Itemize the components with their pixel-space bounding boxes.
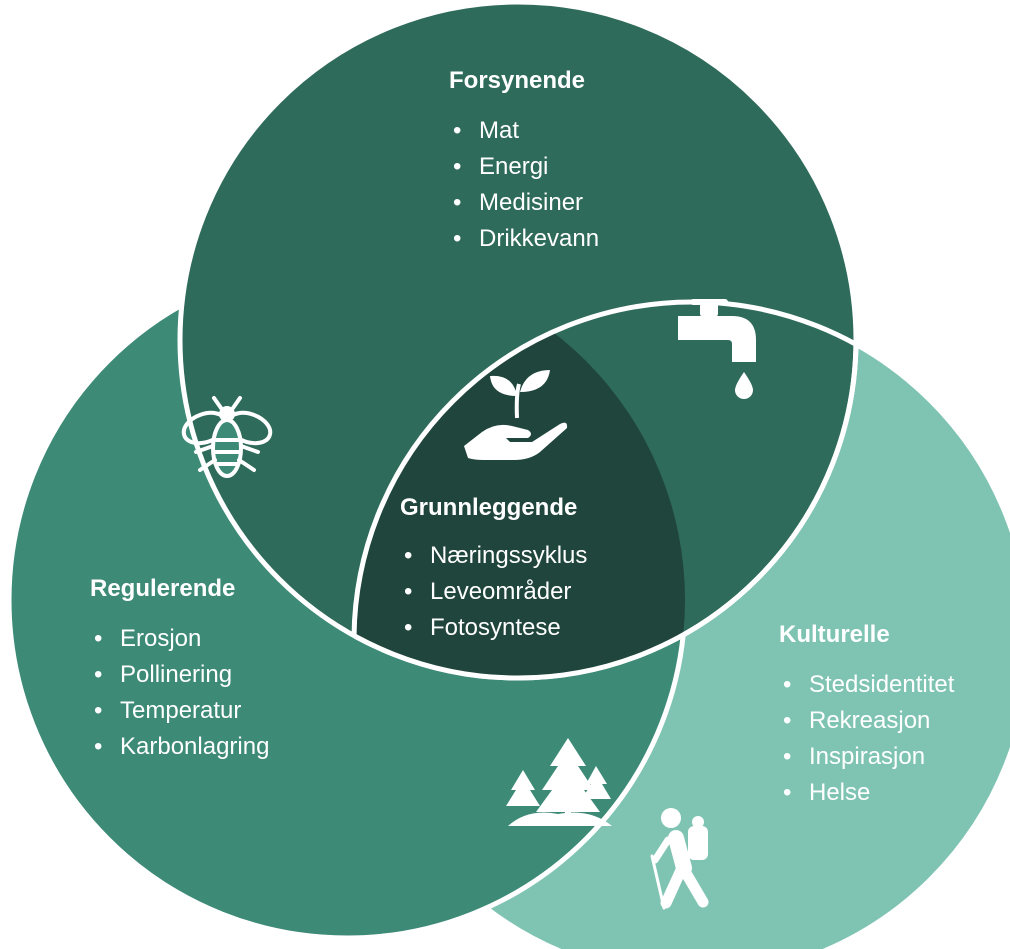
list-item: Drikkevann — [449, 221, 599, 257]
forsynende-title: Forsynende — [449, 67, 586, 94]
center-grunnleggende — [354, 302, 685, 678]
list-item: Fotosyntese — [400, 610, 587, 646]
forsynende-list: Mat Energi Medisiner Drikkevann — [449, 113, 599, 257]
list-item: Rekreasjon — [779, 703, 954, 739]
regulerende-list: Erosjon Pollinering Temperatur Karbonlag… — [90, 621, 269, 765]
list-item: Erosjon — [90, 621, 269, 657]
bee-icon — [181, 396, 273, 478]
plant-in-hand-icon — [464, 370, 568, 460]
list-item: Mat — [449, 113, 599, 149]
list-item: Stedsidentitet — [779, 667, 954, 703]
grunnleggende-list: Næringssyklus Leveområder Fotosyntese — [400, 538, 587, 646]
regulerende-label: Regulerende Erosjon Pollinering Temperat… — [90, 574, 269, 765]
kulturelle-label: Kulturelle Stedsidentitet Rekreasjon Ins… — [779, 620, 954, 811]
list-item: Pollinering — [90, 657, 269, 693]
forsynende-label: Forsynende Mat Energi Medisiner Drikkeva… — [449, 66, 599, 257]
list-item: Inspirasjon — [779, 739, 954, 775]
hiker-icon — [650, 808, 709, 910]
kulturelle-title: Kulturelle — [779, 621, 890, 648]
list-item: Medisiner — [449, 185, 599, 221]
water-tap-icon — [678, 299, 756, 399]
list-item: Temperatur — [90, 693, 269, 729]
list-item: Karbonlagring — [90, 729, 269, 765]
list-item: Energi — [449, 149, 599, 185]
grunnleggende-title: Grunnleggende — [400, 494, 578, 521]
grunnleggende-label: Grunnleggende Næringssyklus Leveområder … — [400, 493, 587, 646]
list-item: Leveområder — [400, 574, 587, 610]
list-item: Næringssyklus — [400, 538, 587, 574]
forest-icon — [506, 738, 612, 826]
list-item: Helse — [779, 775, 954, 811]
kulturelle-list: Stedsidentitet Rekreasjon Inspirasjon He… — [779, 667, 954, 811]
regulerende-title: Regulerende — [90, 575, 236, 602]
